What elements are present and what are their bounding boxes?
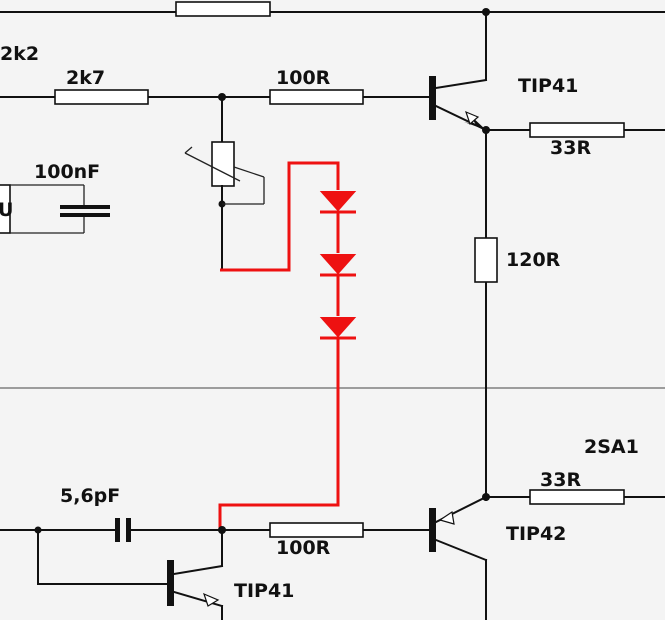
resistor-top-partial <box>175 1 271 17</box>
junction-emitter-top <box>482 126 490 134</box>
label-2sa1: 2SA1 <box>584 436 639 458</box>
label-tip41-driver: TIP41 <box>234 580 294 602</box>
label-2k2: 2k2 <box>0 43 39 65</box>
resistor-33r-bottom <box>529 489 625 505</box>
resistor-100r-bottom <box>269 522 364 538</box>
junction-left-bottom <box>34 526 42 534</box>
resistor-100r-top <box>269 89 364 105</box>
capacitor-5-6pf <box>115 518 131 542</box>
top-wires <box>0 11 665 501</box>
transistor-tip42 <box>429 495 488 562</box>
label-2k7: 2k7 <box>66 67 105 89</box>
junction-driver-collector <box>218 526 226 534</box>
diode-string-highlight <box>218 161 357 530</box>
label-tip42: TIP42 <box>506 523 566 545</box>
label-5-6pf: 5,6pF <box>60 485 120 507</box>
label-tip41-top: TIP41 <box>518 75 578 97</box>
junction-top-right <box>482 8 490 16</box>
label-100nf: 100nF <box>34 161 100 183</box>
capacitor-100nf: U <box>0 184 110 234</box>
resistor-33r-top <box>529 122 625 138</box>
label-100r-bottom: 100R <box>276 537 331 559</box>
transistor-tip41-driver <box>167 560 224 620</box>
resistor-120r <box>474 237 498 283</box>
label-120r: 120R <box>506 249 561 271</box>
transistor-tip41-top <box>429 76 488 132</box>
label-100r-top: 100R <box>276 67 331 89</box>
resistor-2k7 <box>54 89 149 105</box>
trimmer-pot <box>184 93 265 271</box>
label-33r-bottom: 33R <box>540 469 581 491</box>
svg-text:U: U <box>0 199 13 221</box>
bottom-wires <box>0 496 665 620</box>
label-33r-top: 33R <box>550 137 591 159</box>
